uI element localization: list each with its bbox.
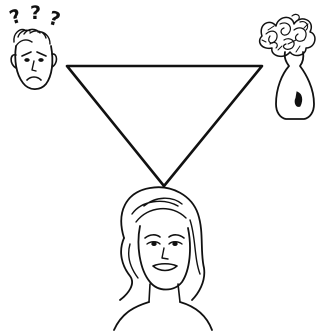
flower-vase-icon: [260, 14, 315, 119]
confused-man-icon: ? ? ?: [7, 2, 63, 89]
question-mark-2: ?: [30, 2, 41, 24]
question-mark-1: ?: [7, 5, 24, 29]
triangle-connector: [67, 66, 262, 186]
question-mark-3: ?: [46, 7, 62, 31]
woman-portrait-icon: [114, 187, 212, 330]
